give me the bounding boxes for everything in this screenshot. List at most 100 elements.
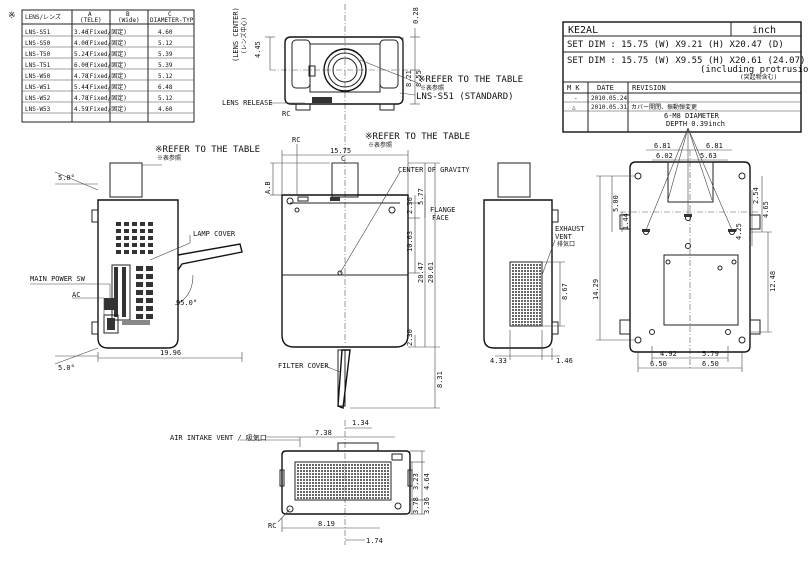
vent-slot	[312, 482, 314, 484]
vent-slot	[342, 464, 344, 466]
vent-slot	[512, 279, 514, 281]
vent-slot	[357, 497, 359, 499]
vent-slot	[357, 485, 359, 487]
vent-slot	[530, 288, 532, 290]
dim-8-67: 8.67	[561, 283, 569, 300]
vent-slot	[315, 497, 317, 499]
filter-cover-label: FILTER COVER	[278, 362, 329, 370]
vent-slot	[315, 476, 317, 478]
vent-slot	[539, 315, 541, 317]
vent-slot	[360, 494, 362, 496]
vent-slot	[315, 479, 317, 481]
vent-slot	[384, 497, 386, 499]
m8-label: 6-M8 DIAMETER	[664, 112, 720, 120]
vent-slot	[512, 282, 514, 284]
vent-slot	[303, 497, 305, 499]
vent-slot	[342, 482, 344, 484]
vent-slot	[521, 270, 523, 272]
vent-slot	[530, 321, 532, 323]
vent-slot	[530, 303, 532, 305]
keypad-key	[148, 243, 153, 247]
vent-slot	[309, 476, 311, 478]
dim-1-46: 1.46	[556, 357, 573, 365]
vent-slot	[536, 267, 538, 269]
vent-slot	[512, 270, 514, 272]
vent-slot	[330, 488, 332, 490]
vent-slot	[387, 485, 389, 487]
dim-4-25: 4.25	[735, 223, 743, 240]
vent-slot	[378, 467, 380, 469]
vent-slot	[378, 497, 380, 499]
vent-slot	[324, 488, 326, 490]
dim-2-30-top: 2.30	[406, 197, 414, 214]
vent-slot	[524, 321, 526, 323]
dim-6-81-right: 6.81	[706, 142, 723, 150]
vent-slot	[333, 491, 335, 493]
set-dim-2: SET DIM : 15.75 (W) X9.55 (H) X20.61 (24…	[567, 56, 808, 66]
lens-standard-label: LNS-S51 (STANDARD)	[416, 92, 514, 102]
vent-slot	[300, 476, 302, 478]
vent-slot	[533, 306, 535, 308]
vent-slot	[536, 264, 538, 266]
vent-slot	[345, 464, 347, 466]
vent-slot	[300, 488, 302, 490]
vent-slot	[530, 309, 532, 311]
keypad-key	[148, 229, 153, 233]
vent-slot	[372, 479, 374, 481]
vent-slot	[512, 312, 514, 314]
vent-slot	[333, 464, 335, 466]
vent-slot	[378, 470, 380, 472]
keypad-key	[148, 250, 153, 254]
vent-slot	[366, 464, 368, 466]
vent-slot	[342, 476, 344, 478]
vent-slot	[515, 303, 517, 305]
vent-slot	[315, 482, 317, 484]
vent-slot	[327, 467, 329, 469]
table-header-lens: LENS/レンズ	[25, 13, 61, 21]
vent-slot	[527, 285, 529, 287]
lens-table-cell: (Fixed/固定)	[86, 94, 127, 102]
vent-slot	[375, 482, 377, 484]
vent-slot	[300, 485, 302, 487]
vent-slot	[357, 482, 359, 484]
vent-slot	[324, 497, 326, 499]
vent-slot	[327, 479, 329, 481]
set-dim-2-note-jp: (突起物含む)	[740, 73, 777, 81]
vent-slot	[378, 491, 380, 493]
vent-slot	[297, 488, 299, 490]
vent-slot	[524, 306, 526, 308]
vent-slot	[533, 303, 535, 305]
vent-slot	[527, 324, 529, 326]
vent-slot	[360, 464, 362, 466]
lens-table: ※ LENS/レンズ A B C (TELE) (Wide) DIAMETER-…	[8, 9, 195, 123]
vent-slot	[351, 479, 353, 481]
vent-slot	[348, 473, 350, 475]
vent-slot	[524, 270, 526, 272]
vent-slot	[303, 470, 305, 472]
vent-slot	[348, 497, 350, 499]
vent-label-jp: 排気口	[557, 240, 575, 248]
vent-slot	[300, 470, 302, 472]
keypad-key	[124, 243, 129, 247]
bottom-rc-label: RC	[268, 522, 276, 530]
top-rc-label: RC	[292, 136, 300, 144]
vent-slot	[375, 464, 377, 466]
vent-slot	[524, 294, 526, 296]
vent-slot	[351, 482, 353, 484]
vent-slot	[345, 482, 347, 484]
vent-slot	[297, 476, 299, 478]
vent-slot	[315, 494, 317, 496]
vent-slot	[533, 279, 535, 281]
vent-slot	[303, 479, 305, 481]
vent-slot	[369, 485, 371, 487]
vent-slot	[306, 497, 308, 499]
vent-slot	[527, 264, 529, 266]
vent-slot	[303, 464, 305, 466]
vent-slot	[306, 476, 308, 478]
vent-slot	[336, 485, 338, 487]
vent-slot	[527, 273, 529, 275]
vent-slot	[300, 479, 302, 481]
vent-slot	[369, 464, 371, 466]
vent-slot	[336, 467, 338, 469]
vent-slot	[336, 476, 338, 478]
